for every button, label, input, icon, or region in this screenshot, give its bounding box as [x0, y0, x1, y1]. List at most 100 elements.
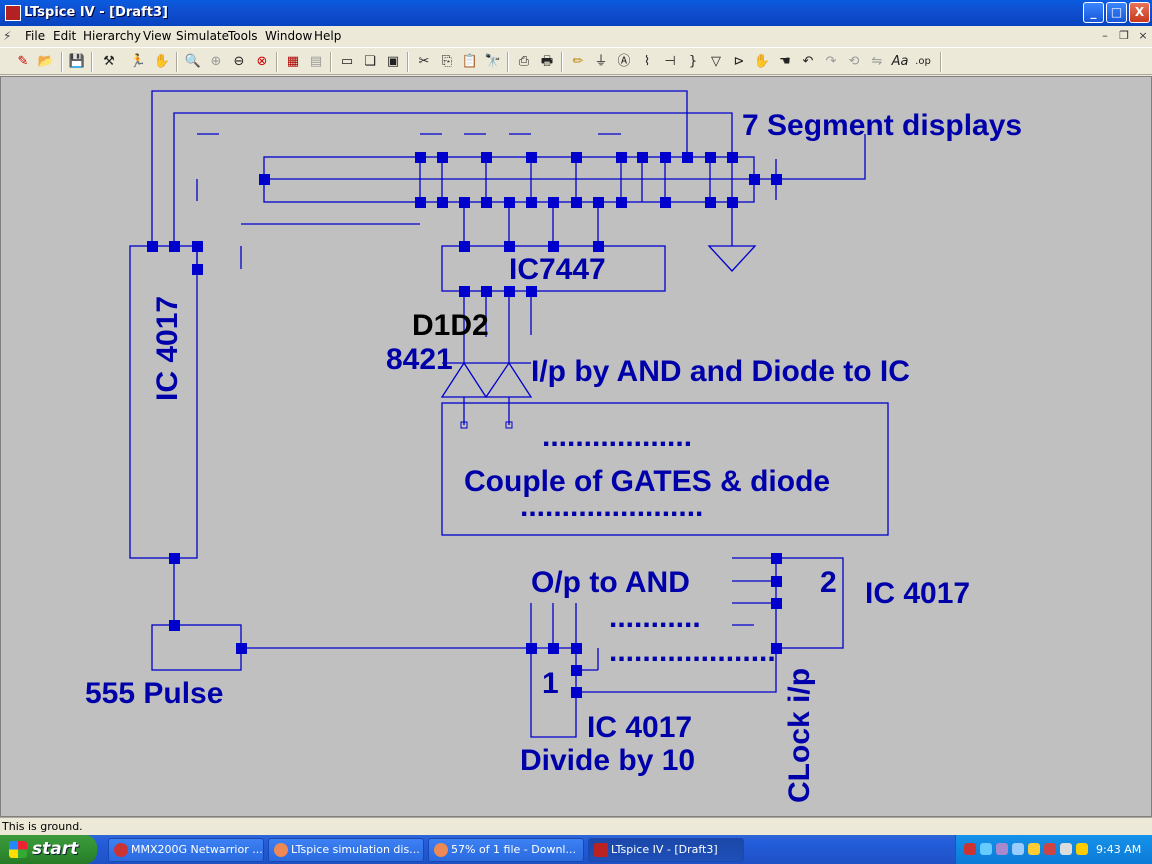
window-title: LTspice IV - [Draft3]	[24, 5, 168, 20]
zoom-fit-icon[interactable]: ⊗	[256, 54, 268, 69]
paste-icon[interactable]: 📋	[461, 54, 479, 69]
drag-icon[interactable]: ☚	[779, 54, 791, 69]
menu-simulate[interactable]: Simulate	[176, 29, 230, 43]
tile-horizontal-icon[interactable]: ▭	[340, 54, 354, 69]
zoom-out-icon[interactable]: ⊖	[233, 54, 245, 69]
minimize-button[interactable]: _	[1083, 2, 1104, 23]
task-ltspice-draft3[interactable]: LTspice IV - [Draft3]	[588, 838, 744, 862]
text-icon[interactable]: Aa	[891, 54, 909, 69]
cut-icon[interactable]: ✂	[418, 54, 430, 69]
rotate-icon[interactable]: ⟲	[848, 54, 860, 69]
firefox-icon	[434, 843, 448, 857]
menu-help[interactable]: Help	[314, 29, 342, 43]
open-icon[interactable]: 📂	[37, 54, 55, 69]
menu-tools[interactable]: Tools	[228, 29, 258, 43]
ltspice-app-icon[interactable]	[5, 5, 21, 21]
waveform-icon[interactable]: ▦	[286, 54, 300, 69]
wires	[129, 90, 889, 738]
diode-icon[interactable]: ▽	[711, 54, 721, 69]
doc-close-icon[interactable]: ×	[1138, 29, 1148, 42]
label-555-pulse: 555 Pulse	[85, 677, 223, 710]
tray-display-icon[interactable]	[1012, 843, 1024, 855]
redo-icon[interactable]: ↷	[825, 54, 837, 69]
menu-edit[interactable]: Edit	[53, 29, 77, 43]
find-icon[interactable]: 🔭	[484, 54, 502, 69]
autorange-icon[interactable]: ▤	[309, 54, 323, 69]
tray-volume-icon[interactable]	[1028, 843, 1040, 855]
spice-directive-icon[interactable]: .op	[915, 56, 931, 67]
label-d1d2: D1D2	[412, 309, 489, 342]
close-all-icon[interactable]: ▣	[386, 54, 400, 69]
windows-flag-icon	[9, 841, 27, 858]
tray-network-icon[interactable]	[980, 843, 992, 855]
task-download[interactable]: 57% of 1 file - Downl...	[428, 838, 584, 862]
schematic-canvas[interactable]: 7 Segment displays IC 4017 IC7447 D1D2 8…	[0, 76, 1152, 817]
label-dots-1: ..................	[542, 420, 692, 453]
status-text: This is ground.	[2, 820, 83, 833]
label-ic4017-bottom: IC 4017	[587, 711, 692, 744]
label-clock-ip: CLock i/p	[783, 668, 816, 803]
close-button[interactable]: X	[1129, 2, 1150, 23]
wire-icon[interactable]: ✏	[572, 54, 584, 69]
menu-window[interactable]: Window	[265, 29, 313, 43]
print-setup-icon[interactable]: ⎙	[518, 54, 530, 69]
start-button[interactable]: start	[0, 835, 97, 864]
label-icon[interactable]: Ⓐ	[617, 54, 631, 69]
tray-m-icon[interactable]	[964, 843, 976, 855]
mirror-icon[interactable]: ⇋	[871, 54, 883, 69]
control-panel-icon[interactable]: ⚒	[103, 54, 115, 69]
taskbar: start MMX200G Netwarrior ... LTspice sim…	[0, 835, 1152, 864]
task-ltspice-simulation[interactable]: LTspice simulation dis...	[268, 838, 424, 862]
doc-restore-icon[interactable]: ❐	[1119, 29, 1129, 42]
tray-app-icon[interactable]	[996, 843, 1008, 855]
task-netwarrior[interactable]: MMX200G Netwarrior ...	[108, 838, 264, 862]
label-op-to-and: O/p to AND	[531, 566, 690, 599]
ground-icon[interactable]: ⏚	[594, 54, 608, 69]
tray-misc-icon[interactable]	[1060, 843, 1072, 855]
new-schematic-icon[interactable]: ✎	[17, 54, 29, 69]
inductor-icon[interactable]: }	[688, 54, 698, 69]
label-divide-by-10: Divide by 10	[520, 744, 695, 777]
label-dots-4: ....................	[609, 635, 776, 668]
tray-security-icon[interactable]	[1044, 843, 1056, 855]
resistor-icon[interactable]: ⌇	[643, 54, 651, 69]
capacitor-icon[interactable]: ⊣	[664, 54, 676, 69]
label-ic4017-left: IC 4017	[151, 296, 184, 401]
clock[interactable]: 9:43 AM	[1096, 843, 1142, 856]
zoom-pan-icon[interactable]: ⊕	[210, 54, 222, 69]
system-tray: 9:43 AM	[955, 835, 1152, 864]
label-dots-3: ...........	[609, 601, 701, 634]
label-2: 2	[820, 566, 837, 599]
menu-file[interactable]: File	[25, 29, 46, 43]
doc-minimize-icon[interactable]: –	[1102, 29, 1108, 42]
print-icon[interactable]: 🖶	[540, 54, 554, 69]
pin-connectors	[147, 152, 782, 698]
label-ic7447: IC7447	[509, 253, 606, 286]
maximize-button[interactable]: □	[1106, 2, 1127, 23]
tray-bluetooth-icon[interactable]	[1076, 843, 1088, 855]
move-icon[interactable]: ✋	[753, 54, 771, 69]
cascade-icon[interactable]: ❏	[364, 54, 376, 69]
document-menu-icon[interactable]: ⚡	[3, 29, 12, 43]
halt-icon[interactable]: ✋	[153, 54, 171, 69]
label-ip-and-diode: I/p by AND and Diode to IC	[531, 355, 910, 388]
menu-hierarchy[interactable]: Hierarchy	[83, 29, 142, 43]
undo-icon[interactable]: ↶	[802, 54, 814, 69]
label-gates: Couple of GATES & diode	[464, 465, 830, 498]
label-dots-2: ......................	[520, 490, 703, 523]
toolbar: ✎ 📂 💾 ⚒ 🏃 ✋ 🔍 ⊕ ⊖ ⊗ ▦ ▤ ▭ ❏ ▣ ✂ ⎘ 📋 🔭 ⎙ …	[0, 47, 1152, 75]
menu-view[interactable]: View	[143, 29, 172, 43]
status-bar: This is ground.	[0, 817, 1152, 835]
ltspice-icon	[594, 843, 608, 857]
label-7-segment: 7 Segment displays	[742, 109, 1022, 142]
save-icon[interactable]: 💾	[68, 54, 86, 69]
run-icon[interactable]: 🏃	[129, 54, 147, 69]
title-bar[interactable]: LTspice IV - [Draft3] _ □ X	[0, 0, 1152, 26]
copy-icon[interactable]: ⎘	[441, 54, 453, 69]
browser-m-icon	[114, 843, 128, 857]
firefox-icon	[274, 843, 288, 857]
label-1: 1	[542, 667, 559, 700]
zoom-in-icon[interactable]: 🔍	[184, 54, 202, 69]
component-icon[interactable]: ⊳	[733, 54, 745, 69]
